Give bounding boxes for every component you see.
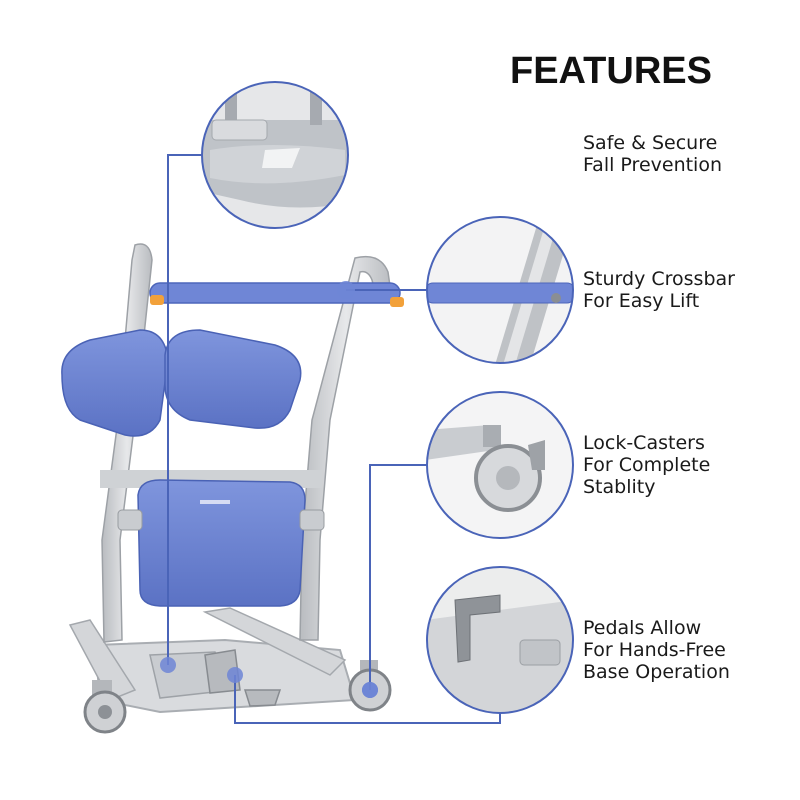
right-pedal (243, 689, 282, 707)
feature-line: Sturdy Crossbar (583, 268, 735, 290)
caster-detail-icon (426, 391, 574, 539)
callout-connectors (167, 154, 501, 724)
feature-lock-casters: Lock-Casters For Complete Stablity (583, 432, 793, 498)
feature-line: Lock-Casters (583, 432, 705, 454)
feature-line: Pedals Allow (583, 617, 702, 639)
right-base-arm (202, 607, 347, 676)
feature-line: Stablity (583, 476, 656, 498)
connector-dots (160, 281, 378, 698)
feature-line: For Hands-Free (583, 639, 726, 661)
left-pedal (204, 649, 241, 694)
left-base-arm (68, 619, 137, 701)
feature-line: For Complete (583, 454, 711, 476)
feature-crossbar: Sturdy Crossbar For Easy Lift (583, 268, 793, 312)
right-upright (299, 255, 393, 641)
page-title: FEATURES (510, 50, 712, 92)
crossbar-detail-icon (426, 216, 574, 364)
connector-4 (234, 675, 501, 724)
feature-line: Fall Prevention (583, 154, 723, 176)
feature-line: For Easy Lift (583, 290, 700, 312)
left-seat-pad (61, 329, 169, 437)
fall-prevention-detail-icon (201, 81, 349, 229)
feature-line: Safe & Secure (583, 132, 718, 154)
knee-pad (137, 479, 306, 607)
connector-1 (167, 154, 210, 665)
feature-pedals: Pedals Allow For Hands-Free Base Operati… (583, 617, 793, 683)
feature-fall-prevention: Safe & Secure Fall Prevention (583, 132, 793, 176)
stand-aid-device (61, 243, 404, 734)
connector-3 (369, 464, 428, 690)
feature-line: Base Operation (583, 661, 730, 683)
crossbar (149, 282, 401, 304)
right-seat-pad (164, 329, 302, 429)
caster-front-left (83, 680, 127, 734)
pedal-detail-icon (426, 566, 574, 714)
